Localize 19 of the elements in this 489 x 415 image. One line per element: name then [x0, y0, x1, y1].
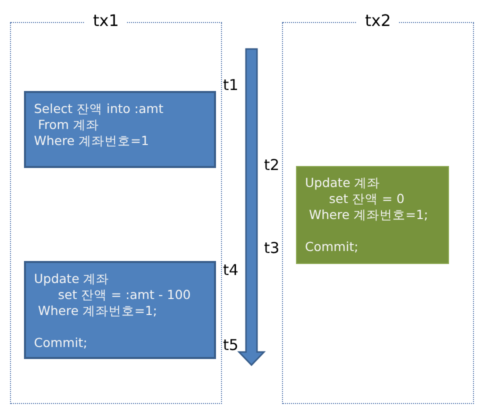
- sql-line: Commit;: [34, 335, 88, 351]
- sql-line: set 잔액 = :amt - 100: [57, 287, 192, 303]
- sql-line: Select 잔액 into :amt: [34, 101, 164, 117]
- sql-line: Commit;: [305, 239, 360, 255]
- sql-box: [24, 91, 216, 168]
- sql-line: Where 계좌번호=1;: [308, 207, 430, 223]
- sql-line: Where 계좌번호=1: [34, 133, 150, 149]
- time-label: t2: [264, 156, 280, 174]
- sql-line: From 계좌: [37, 117, 100, 133]
- sql-box: [296, 166, 449, 264]
- sql-line: set 잔액 = 0: [328, 191, 406, 207]
- time-label: t3: [264, 239, 280, 257]
- sql-line: Update 계좌: [34, 271, 110, 287]
- time-label: t4: [223, 261, 238, 279]
- sql-box: [24, 261, 216, 359]
- sql-line: Where 계좌번호=1;: [37, 303, 158, 319]
- sql-line: Update 계좌: [305, 175, 382, 191]
- time-label: t5: [223, 336, 238, 354]
- time-label: t1: [223, 76, 238, 94]
